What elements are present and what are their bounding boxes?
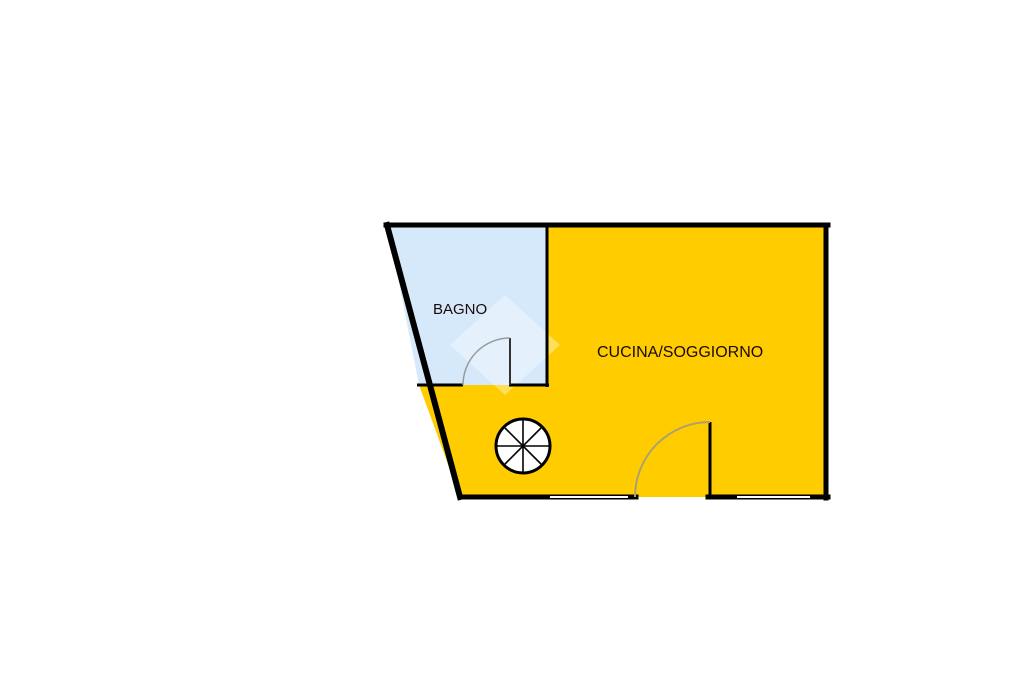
entrance-door	[634, 421, 712, 498]
room-label-bagno: BAGNO	[433, 301, 487, 318]
room-bagno	[388, 226, 547, 385]
room-cucina-soggiorno	[388, 226, 827, 497]
watermark-logo	[450, 295, 560, 395]
bagno-door	[462, 337, 511, 386]
room-label-cucina-soggiorno: CUCINA/SOGGIORNO	[597, 344, 763, 361]
bagno-walls	[417, 225, 549, 387]
spiral-staircase-icon	[494, 417, 552, 475]
